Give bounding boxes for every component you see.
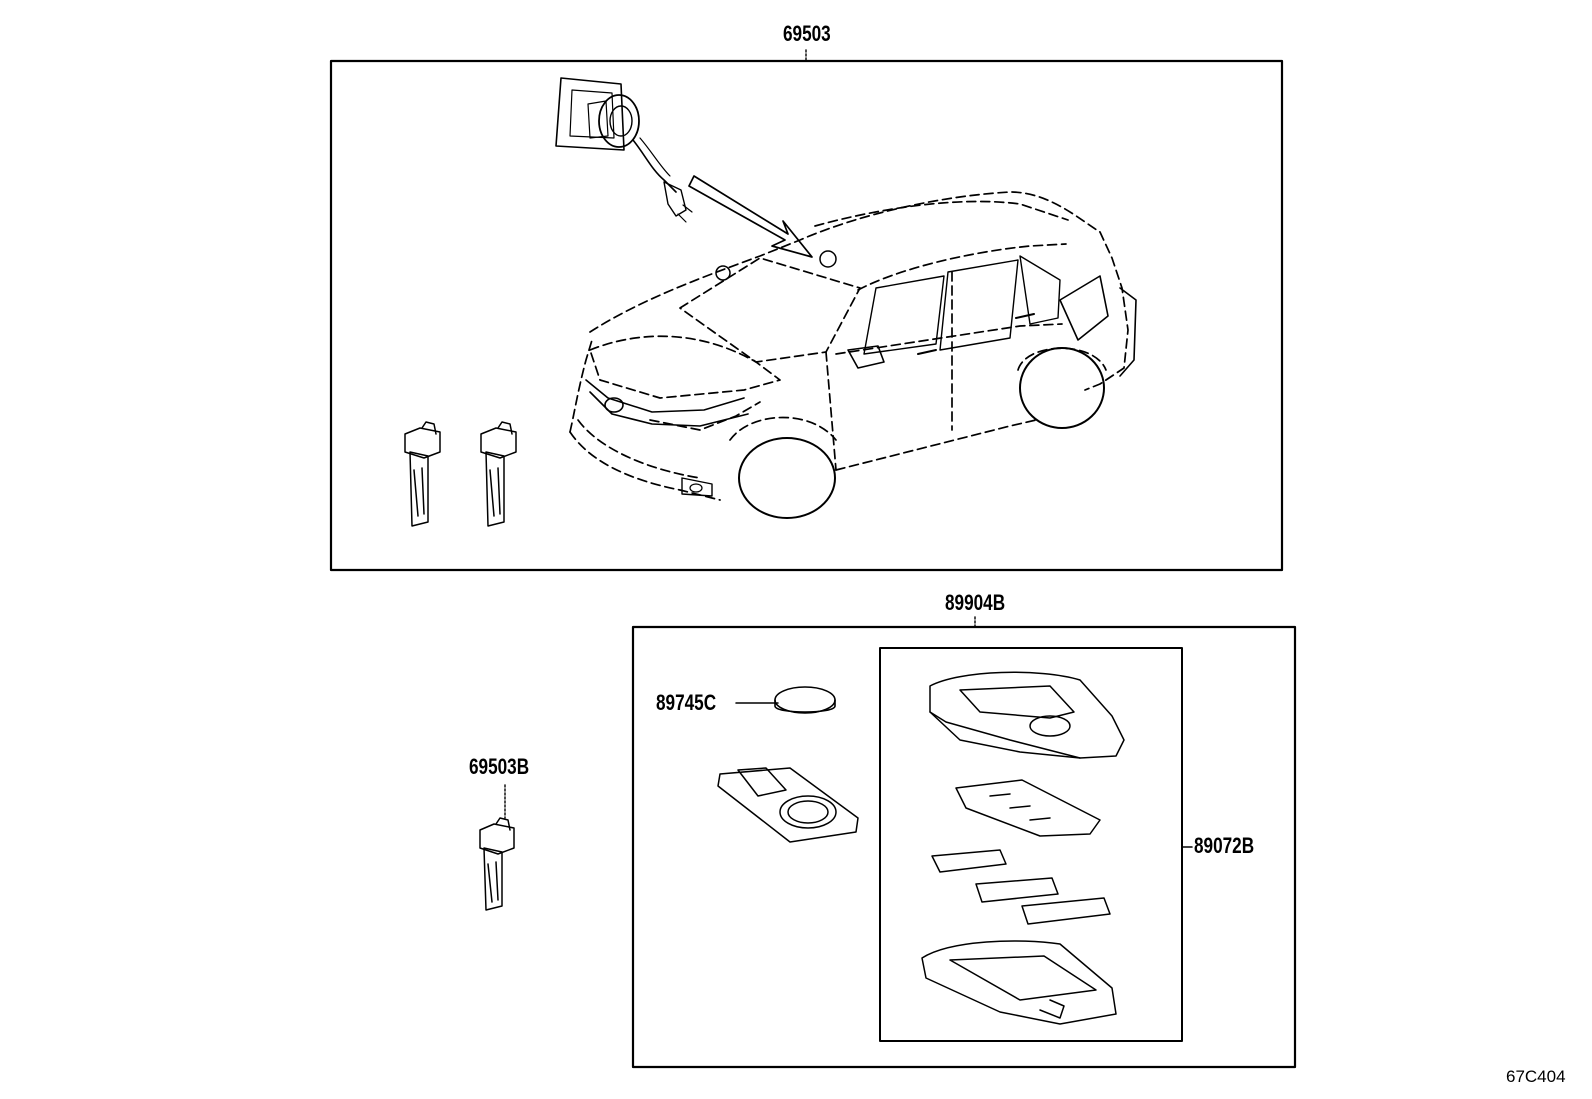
housing-frame [879, 647, 1183, 1042]
kit-frame [329, 59, 1284, 572]
fob-bottom-shell-drawing [921, 940, 1117, 1025]
vehicle-drawing [569, 191, 1137, 519]
callout-housing: 89072B [1194, 833, 1255, 858]
diagram-code: 67C404 [1506, 1067, 1566, 1086]
transmitter-frame [631, 625, 1297, 1069]
callout-kit-top: 69503 [783, 21, 831, 46]
fob-top-shell-drawing [929, 671, 1125, 759]
key-pair-drawing [404, 421, 517, 527]
circuit-board-drawing [717, 767, 859, 843]
callout-key-single: 69503B [469, 754, 530, 779]
callout-battery: 89745C [656, 690, 717, 715]
key-single-drawing [479, 817, 515, 911]
fob-buttons-drawing [931, 849, 1111, 925]
callout-transmitter-assembly: 89904B [945, 590, 1006, 615]
fob-button-pad-drawing [955, 779, 1101, 837]
location-arrow [688, 175, 813, 258]
lock-cylinder-drawing [555, 77, 693, 223]
battery-drawing [774, 686, 836, 714]
